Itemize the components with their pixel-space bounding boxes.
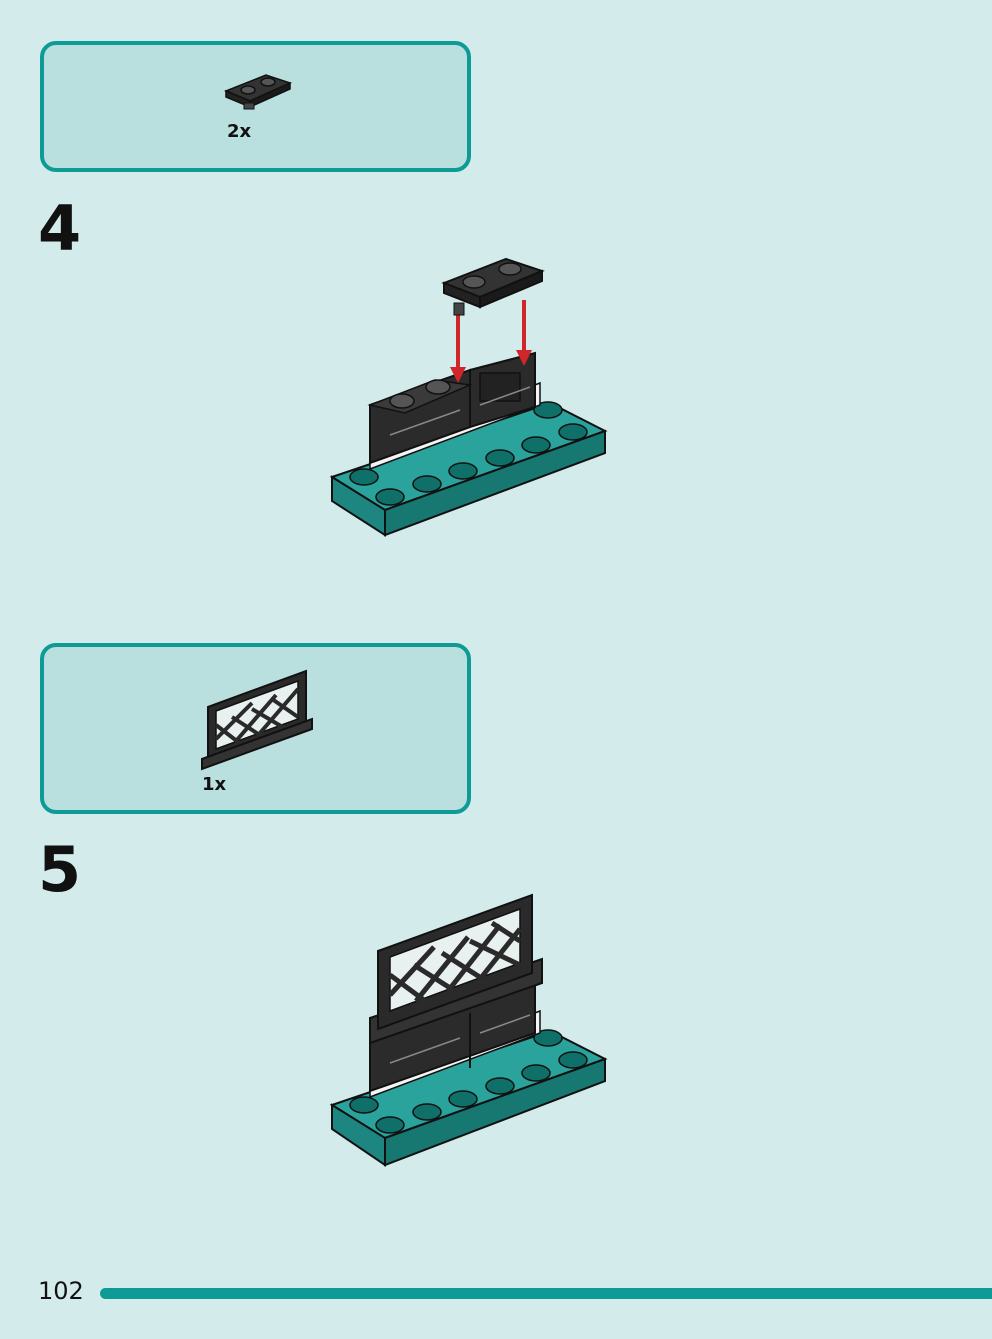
step-5-assembly-icon [329, 893, 608, 1167]
black-lattice-panel-icon [201, 669, 313, 771]
part-quantity: 2x [227, 121, 252, 142]
step-4-assembly-icon [329, 257, 608, 537]
step-number: 5 [38, 833, 82, 906]
parts-callout-box: 2x [40, 41, 471, 172]
footer-bar [100, 1288, 992, 1299]
black-hinge-plate-icon [224, 74, 293, 110]
page-number: 102 [38, 1277, 84, 1305]
part-quantity: 1x [202, 774, 227, 795]
parts-callout-box: 1x [40, 643, 471, 814]
step-number: 4 [38, 192, 82, 265]
